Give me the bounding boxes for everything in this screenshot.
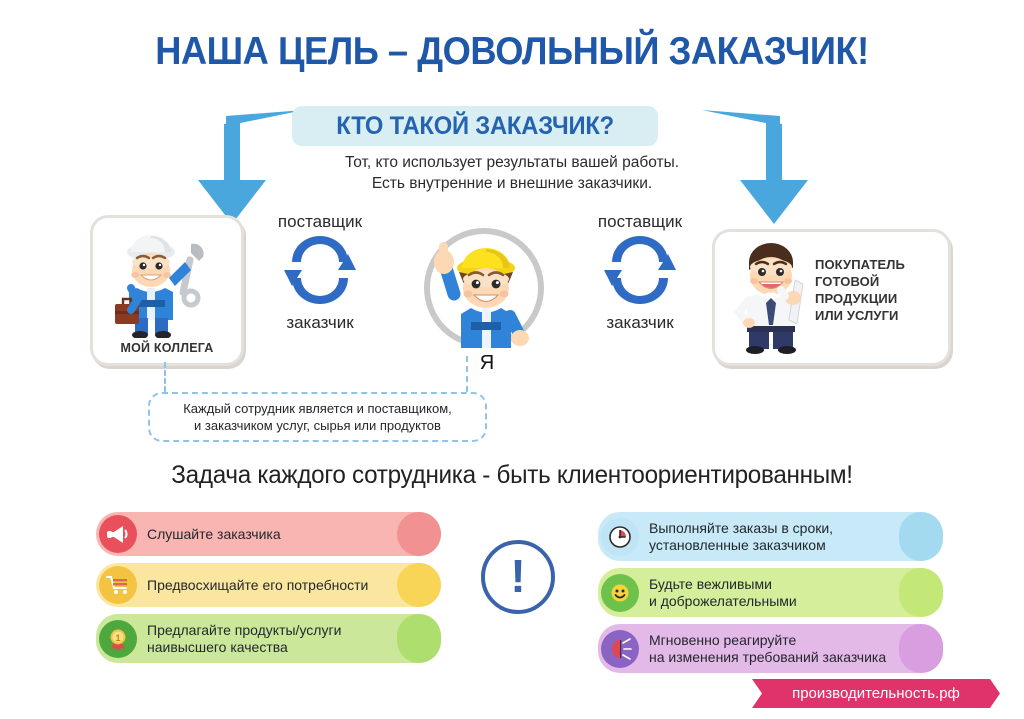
pill-text-line-1: Мгновенно реагируйте [649, 631, 797, 648]
box-right-caption-line-4: ИЛИ УСЛУГИ [815, 308, 899, 323]
dashed-connector-left [164, 362, 166, 392]
box-right-caption-line-3: ПРОДУКЦИИ [815, 291, 898, 306]
callout-line-1: Каждый сотрудник является и поставщиком, [183, 401, 452, 416]
pill-text-line-1: Слушайте заказчика [147, 525, 281, 542]
clock-icon [601, 517, 639, 556]
banner-question: КТО ТАКОЙ ЗАКАЗЧИК? [292, 106, 658, 146]
subtitle-line-2: Есть внутренние и внешние заказчики. [371, 175, 653, 192]
tip-pill[interactable]: Мгновенно реагируйте на изменения требов… [598, 624, 943, 673]
pill-text: Выполняйте заказы в сроки, установленные… [649, 520, 833, 554]
cycle-left: поставщик заказчик [255, 212, 385, 333]
box-final-buyer: ПОКУПАТЕЛЬ ГОТОВОЙ ПРОДУКЦИИ ИЛИ УСЛУГИ [712, 229, 951, 366]
tip-pill[interactable]: Выполняйте заказы в сроки, установленные… [598, 512, 943, 561]
page-title: НАША ЦЕЛЬ – ДОВОЛЬНЫЙ ЗАКАЗЧИК! [155, 30, 869, 73]
footer-text: производительность.рф [792, 685, 960, 702]
exclamation-badge: ! [481, 540, 555, 614]
pill-text: Слушайте заказчика [147, 526, 281, 543]
pill-text-line-2: установленные заказчиком [649, 536, 826, 553]
box-my-colleague: МОЙ КОЛЛЕГА [90, 215, 244, 366]
cycle-right: поставщик заказчик [575, 212, 705, 333]
pill-text-line-1: Предлагайте продукты/услуги [147, 621, 342, 638]
worker-with-wrench-icon [115, 235, 204, 338]
exclamation-mark: ! [510, 550, 526, 602]
smiley-face-icon [601, 573, 639, 612]
pill-text-line-1: Будьте вежливыми [649, 575, 772, 592]
cycle-arrows-icon [604, 236, 676, 304]
pill-text-line-1: Предвосхищайте его потребности [147, 576, 369, 593]
businessman-with-document-icon [733, 243, 804, 354]
pill-cap [899, 512, 943, 561]
pill-text: Мгновенно реагируйте на изменения требов… [649, 632, 886, 666]
cycle-left-bottom-label: заказчик [286, 313, 354, 332]
pill-text: Предвосхищайте его потребности [147, 577, 368, 594]
pill-text: Будьте вежливыми и доброжелательными [649, 576, 797, 610]
box-left-caption: МОЙ КОЛЛЕГА [120, 341, 214, 355]
worker-pointing-up-icon [434, 242, 529, 348]
pill-cap [397, 614, 441, 663]
comet-icon [601, 629, 639, 668]
box-right-caption: ПОКУПАТЕЛЬ ГОТОВОЙ ПРОДУКЦИИ ИЛИ УСЛУГИ [815, 256, 945, 324]
pill-text-line-2: на изменения требований заказчика [649, 648, 887, 665]
banner-subtitle: Тот, кто использует результаты вашей раб… [0, 152, 1024, 194]
cycle-right-top-label: поставщик [597, 212, 683, 231]
cycle-left-top-label: поставщик [277, 212, 363, 231]
pill-text-line-1: Выполняйте заказы в сроки, [649, 519, 834, 536]
right-elbow-arrow-icon [702, 110, 808, 224]
banner-label: КТО ТАКОЙ ЗАКАЗЧИК? [336, 111, 614, 140]
pill-cap [899, 568, 943, 617]
megaphone-icon [99, 515, 137, 553]
box-right-caption-line-1: ПОКУПАТЕЛЬ [815, 257, 905, 272]
tip-pill[interactable]: 1 Предлагайте продукты/услуги наивысшего… [96, 614, 441, 663]
svg-text:1: 1 [115, 633, 120, 643]
pill-cap [397, 563, 441, 607]
tip-pill[interactable]: Будьте вежливыми и доброжелательными [598, 568, 943, 617]
tips-column-right: Выполняйте заказы в сроки, установленные… [598, 512, 943, 680]
cycle-right-bottom-label: заказчик [606, 313, 674, 332]
pill-cap [899, 624, 943, 673]
cycle-arrows-icon [284, 236, 356, 304]
section-heading: Задача каждого сотрудника - быть клиенто… [171, 461, 853, 489]
pill-text-line-2: и доброжелательными [649, 592, 797, 609]
pill-text-line-2: наивысшего качества [147, 638, 288, 655]
award-medal-icon: 1 [99, 619, 137, 658]
dashed-connector-center [466, 356, 468, 392]
tips-column-left: Слушайте заказчика Предвосхищайте его по… [96, 512, 441, 670]
footer-ribbon-shape [752, 679, 1000, 708]
box-right-caption-line-2: ГОТОВОЙ [815, 274, 880, 289]
callout-note: Каждый сотрудник является и поставщиком,… [148, 392, 487, 442]
footer-badge[interactable]: производительность.рф [752, 679, 1000, 708]
center-me-label: Я [479, 352, 495, 374]
left-elbow-arrow-icon [198, 110, 304, 224]
subtitle-line-1: Тот, кто использует результаты вашей раб… [344, 154, 680, 171]
pill-cap [397, 512, 441, 556]
tip-pill[interactable]: Слушайте заказчика [96, 512, 441, 556]
center-figure-ring [424, 228, 550, 354]
pill-text: Предлагайте продукты/услуги наивысшего к… [147, 622, 341, 656]
callout-line-2: и заказчиком услуг, сырья или продуктов [194, 418, 441, 433]
shopping-cart-icon [99, 566, 137, 604]
tip-pill[interactable]: Предвосхищайте его потребности [96, 563, 441, 607]
